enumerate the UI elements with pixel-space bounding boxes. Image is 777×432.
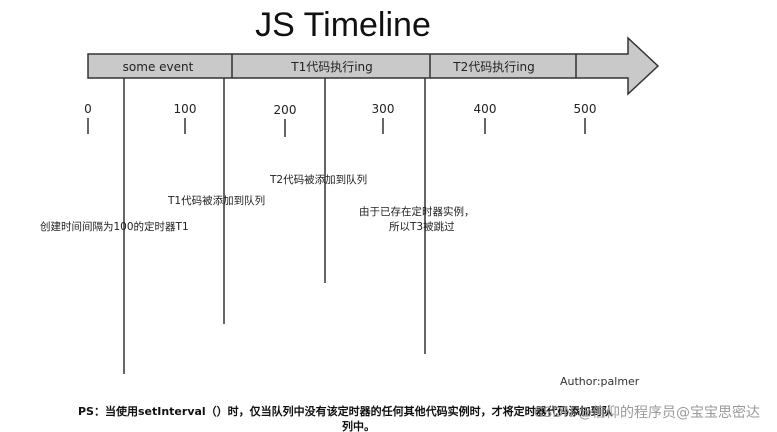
diagram-title: JS Timeline xyxy=(255,6,431,44)
annotation-t1-queued: T1代码被添加到队列 xyxy=(167,194,265,207)
event-lines xyxy=(123,78,426,374)
tick-label-200: 200 xyxy=(274,103,297,117)
author-label: Author:palmer xyxy=(560,375,640,388)
annotation-t3-skipped-line1: 由于已存在定时器实例， xyxy=(359,205,475,218)
segment-label-some-event: some event xyxy=(123,60,194,74)
tick-label-500: 500 xyxy=(574,102,597,116)
watermark: CSDN @信仰的程序员@宝宝思密达 xyxy=(534,404,760,421)
tick-label-300: 300 xyxy=(372,102,395,116)
ps-note-line1: PS：当使用setInterval（）时，仅当队列中没有该定时器的任何其他代码实… xyxy=(78,404,614,418)
segment-label-t2: T2代码执行ing xyxy=(452,60,535,74)
tick-label-400: 400 xyxy=(474,102,497,116)
tick-label-100: 100 xyxy=(174,102,197,116)
tick-label-0: 0 xyxy=(84,102,92,116)
annotation-t2-queued: T2代码被添加到队列 xyxy=(269,173,367,186)
timeline-arrow: some event T1代码执行ing T2代码执行ing xyxy=(87,36,660,96)
annotation-timer-created: 创建时间间隔为100的定时器T1 xyxy=(40,220,189,233)
segment-label-t1: T1代码执行ing xyxy=(290,60,373,74)
time-scale: 0 100 200 300 400 500 xyxy=(84,102,596,137)
annotations: 创建时间间隔为100的定时器T1 T1代码被添加到队列 T2代码被添加到队列 由… xyxy=(40,173,475,233)
ps-note-line2: 列中。 xyxy=(342,419,375,432)
annotation-t3-skipped-line2: 所以T3被跳过 xyxy=(389,220,455,233)
ps-note: PS：当使用setInterval（）时，仅当队列中没有该定时器的任何其他代码实… xyxy=(78,404,614,432)
arrow-shape xyxy=(87,36,660,96)
